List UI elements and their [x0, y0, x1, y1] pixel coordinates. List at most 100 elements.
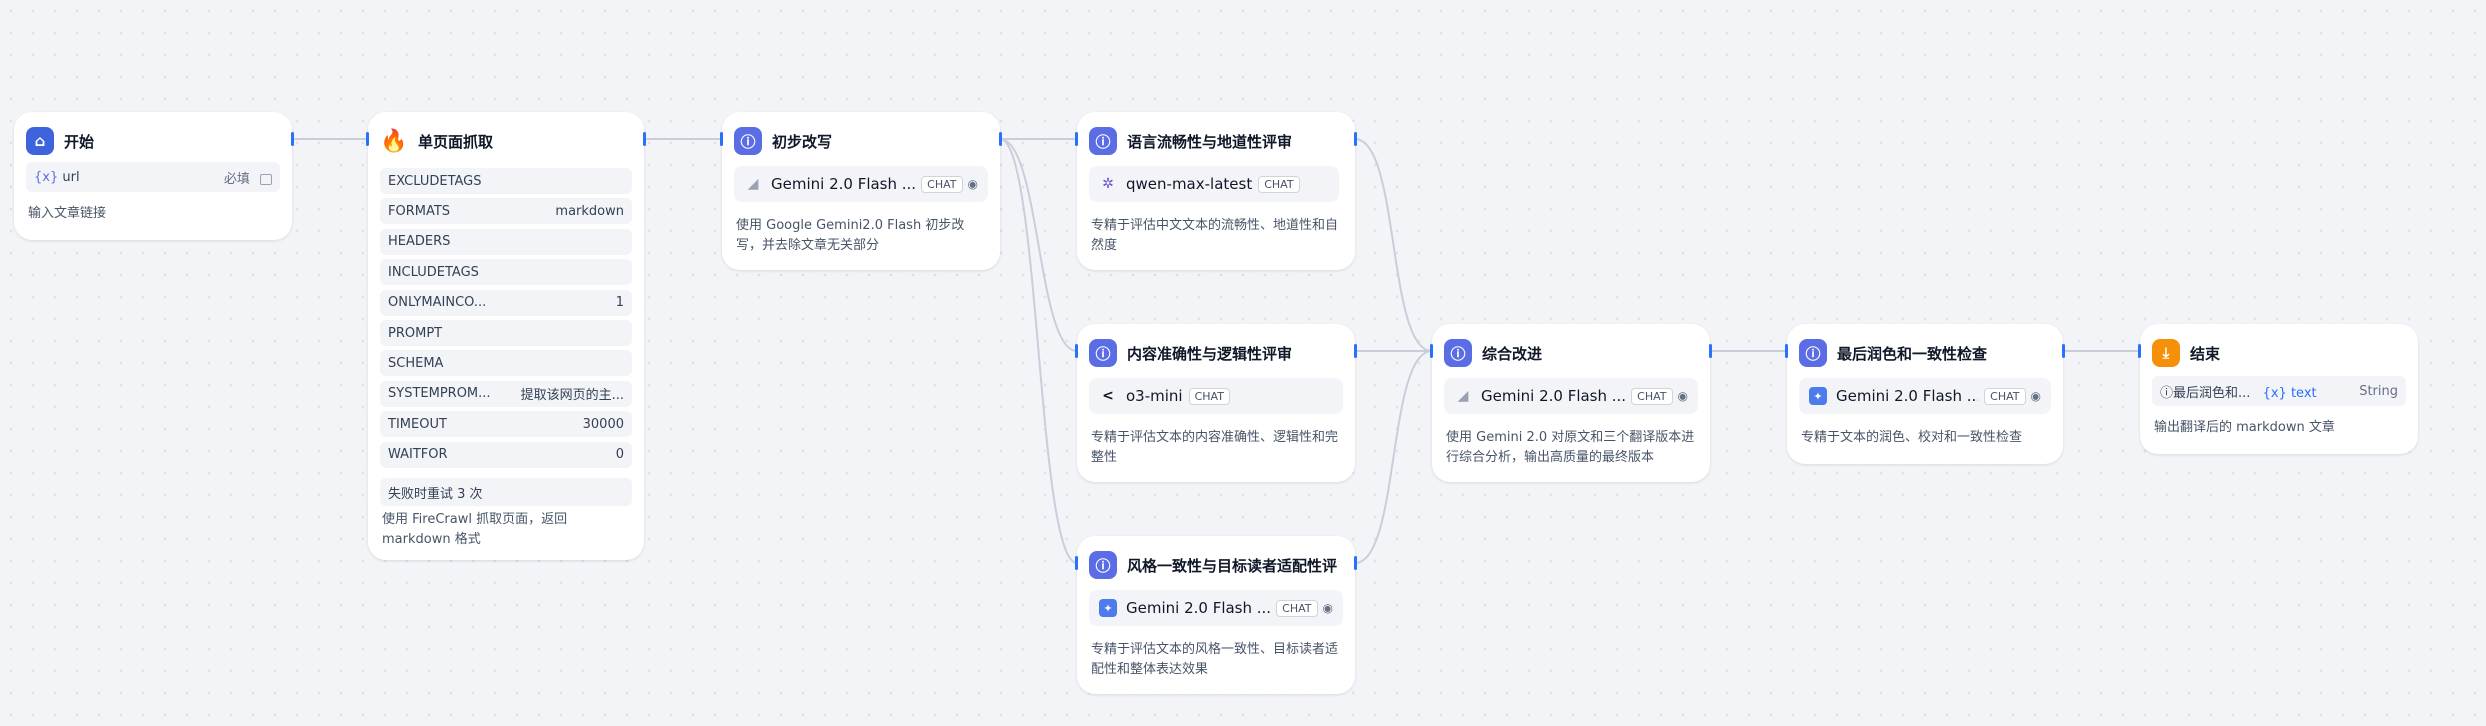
node-rewrite[interactable]: ⓘ 初步改写 ◢ Gemini 2.0 Flash ... CHAT ◉ 使用 …	[720, 112, 1002, 270]
firecrawl-icon: 🔥	[380, 128, 408, 154]
node-end[interactable]: ⤓ 结束 ⓘ最后润色和... {x} text String 输出翻译后的 ma…	[2138, 324, 2418, 454]
node-title: 综合改进	[1482, 344, 1543, 363]
node-accuracy-review[interactable]: ⓘ 内容准确性与逻辑性评审 < o3-mini CHAT 专精于评估文本的内容准…	[1075, 324, 1357, 482]
node-title: 开始	[64, 132, 95, 151]
model-selector[interactable]: < o3-mini CHAT	[1089, 378, 1343, 414]
input-handle[interactable]	[1430, 344, 1433, 358]
node-title: 最后润色和一致性检查	[1837, 344, 1988, 363]
gemini-star-icon: ✦	[1099, 599, 1117, 617]
variable-source: 最后润色和...	[2173, 385, 2251, 401]
model-name: o3-mini	[1126, 387, 1183, 405]
output-handle[interactable]	[1354, 556, 1357, 570]
param-key: INCLUDETAGS	[388, 264, 479, 280]
param-row: HEADERS	[380, 228, 632, 255]
param-value: 提取该网页的主...	[520, 388, 624, 404]
param-value: 1	[615, 295, 624, 311]
llm-icon: ⓘ	[1089, 127, 1117, 155]
chat-badge: CHAT	[1188, 387, 1230, 405]
end-icon: ⤓	[2152, 339, 2180, 367]
node-description: 专精于评估中文文本的流畅性、地道性和自然度	[1091, 218, 1339, 253]
param-key: ONLYMAINCO...	[388, 295, 487, 311]
output-handle[interactable]	[291, 132, 294, 146]
gemini-logo-icon: ◢	[747, 176, 759, 192]
chat-badge: CHAT	[1276, 599, 1318, 617]
input-variable-row[interactable]: {x} url 必填	[26, 162, 280, 192]
node-final-polish[interactable]: ⓘ 最后润色和一致性检查 ✦ Gemini 2.0 Flash ... CHAT…	[1785, 324, 2065, 464]
eye-icon[interactable]: ◉	[967, 177, 978, 191]
param-value: 0	[615, 447, 624, 463]
node-synthesis[interactable]: ⓘ 综合改进 ◢ Gemini 2.0 Flash ... CHAT ◉ 使用 …	[1430, 324, 1712, 482]
param-key: PROMPT	[388, 325, 443, 341]
param-key: EXCLUDETAGS	[388, 173, 482, 189]
node-title: 语言流畅性与地道性评审	[1127, 132, 1293, 151]
home-icon: ⌂	[26, 127, 54, 155]
input-handle[interactable]	[1785, 344, 1788, 358]
llm-icon: ⓘ	[1089, 551, 1117, 579]
llm-icon: ⓘ	[1444, 339, 1472, 367]
param-row: SYSTEMPROM...提取该网页的主...	[380, 380, 632, 407]
node-title: 风格一致性与目标读者适配性评	[1127, 556, 1338, 575]
model-name: Gemini 2.0 Flash ...	[1836, 387, 1979, 405]
node-description: 使用 Gemini 2.0 对原文和三个翻译版本进行综合分析，输出高质量的最终版…	[1446, 430, 1695, 465]
variable-type: String	[2359, 383, 2398, 399]
param-key: WAITFOR	[388, 447, 448, 463]
param-row: PROMPT	[380, 320, 632, 346]
llm-small-icon: ⓘ	[2160, 385, 2174, 401]
model-name: Gemini 2.0 Flash ...	[1481, 387, 1626, 405]
edge-rewrite-accuracy	[999, 138, 1078, 352]
input-handle[interactable]	[1075, 344, 1078, 358]
eye-icon[interactable]: ◉	[2030, 389, 2041, 403]
param-key: HEADERS	[388, 234, 451, 250]
node-fluency-review[interactable]: ⓘ 语言流畅性与地道性评审 ✲ qwen-max-latest CHAT 专精于…	[1075, 112, 1357, 270]
param-value: 30000	[582, 416, 624, 432]
node-scrape[interactable]: 🔥 单页面抓取 失败时重试 3 次 使用 FireCrawl 抓取页面，返回 m…	[366, 112, 646, 560]
param-row: INCLUDETAGS	[380, 259, 632, 286]
node-description: 专精于评估文本的风格一致性、目标读者适配性和整体表达效果	[1091, 642, 1339, 677]
output-handle[interactable]	[2062, 344, 2065, 358]
node-description: 输出翻译后的 markdown 文章	[2154, 420, 2335, 435]
node-title: 结束	[2190, 344, 2221, 363]
input-handle[interactable]	[1075, 556, 1078, 570]
node-description: 输入文章链接	[28, 206, 107, 221]
variable-icon: {x}	[34, 169, 59, 185]
output-handle[interactable]	[1354, 132, 1357, 146]
node-style-review[interactable]: ⓘ 风格一致性与目标读者适配性评 ✦ Gemini 2.0 Flash ... …	[1075, 536, 1357, 694]
required-label: 必填	[223, 171, 250, 187]
gemini-star-icon: ✦	[1809, 387, 1827, 405]
param-row: FORMATS markdown	[380, 198, 632, 225]
model-selector[interactable]: ◢ Gemini 2.0 Flash ... CHAT ◉	[734, 166, 988, 202]
model-selector[interactable]: ✦ Gemini 2.0 Flash ... CHAT ◉	[1089, 590, 1343, 626]
qwen-logo-icon: ✲	[1102, 176, 1114, 192]
eye-icon[interactable]: ◉	[1322, 601, 1333, 615]
chat-badge: CHAT	[1984, 387, 2026, 405]
output-variable-row[interactable]: ⓘ最后润色和... {x} text String	[2152, 376, 2406, 406]
param-row: ONLYMAINCO... 1	[380, 289, 632, 316]
model-selector[interactable]: ◢ Gemini 2.0 Flash ... CHAT ◉	[1444, 378, 1698, 414]
input-handle[interactable]	[720, 132, 723, 146]
eye-icon[interactable]: ◉	[1677, 389, 1688, 403]
model-selector[interactable]: ✦ Gemini 2.0 Flash ... CHAT ◉	[1799, 378, 2051, 414]
output-handle[interactable]	[1354, 344, 1357, 358]
node-title: 内容准确性与逻辑性评审	[1127, 344, 1293, 363]
input-handle[interactable]	[1075, 132, 1078, 146]
param-row: SCHEMA	[380, 350, 632, 377]
llm-icon: ⓘ	[734, 127, 762, 155]
output-handle[interactable]	[1709, 344, 1712, 358]
input-handle[interactable]	[2138, 344, 2141, 358]
param-row: EXCLUDETAGS	[380, 168, 632, 194]
param-key: FORMATS	[388, 203, 451, 219]
param-value: markdown	[555, 203, 624, 219]
node-title: 单页面抓取	[418, 132, 494, 151]
chat-badge: CHAT	[1258, 175, 1300, 193]
input-handle[interactable]	[366, 132, 369, 146]
variable-name: text	[2290, 385, 2317, 401]
llm-icon: ⓘ	[1799, 339, 1827, 367]
output-handle[interactable]	[999, 132, 1002, 146]
node-start[interactable]: ⌂ 开始 {x} url 必填 输入文章链接	[14, 112, 294, 240]
model-selector[interactable]: ✲ qwen-max-latest CHAT	[1089, 166, 1339, 202]
output-handle[interactable]	[643, 132, 646, 146]
chat-badge: CHAT	[1631, 387, 1673, 405]
model-name: Gemini 2.0 Flash ...	[1126, 599, 1271, 617]
